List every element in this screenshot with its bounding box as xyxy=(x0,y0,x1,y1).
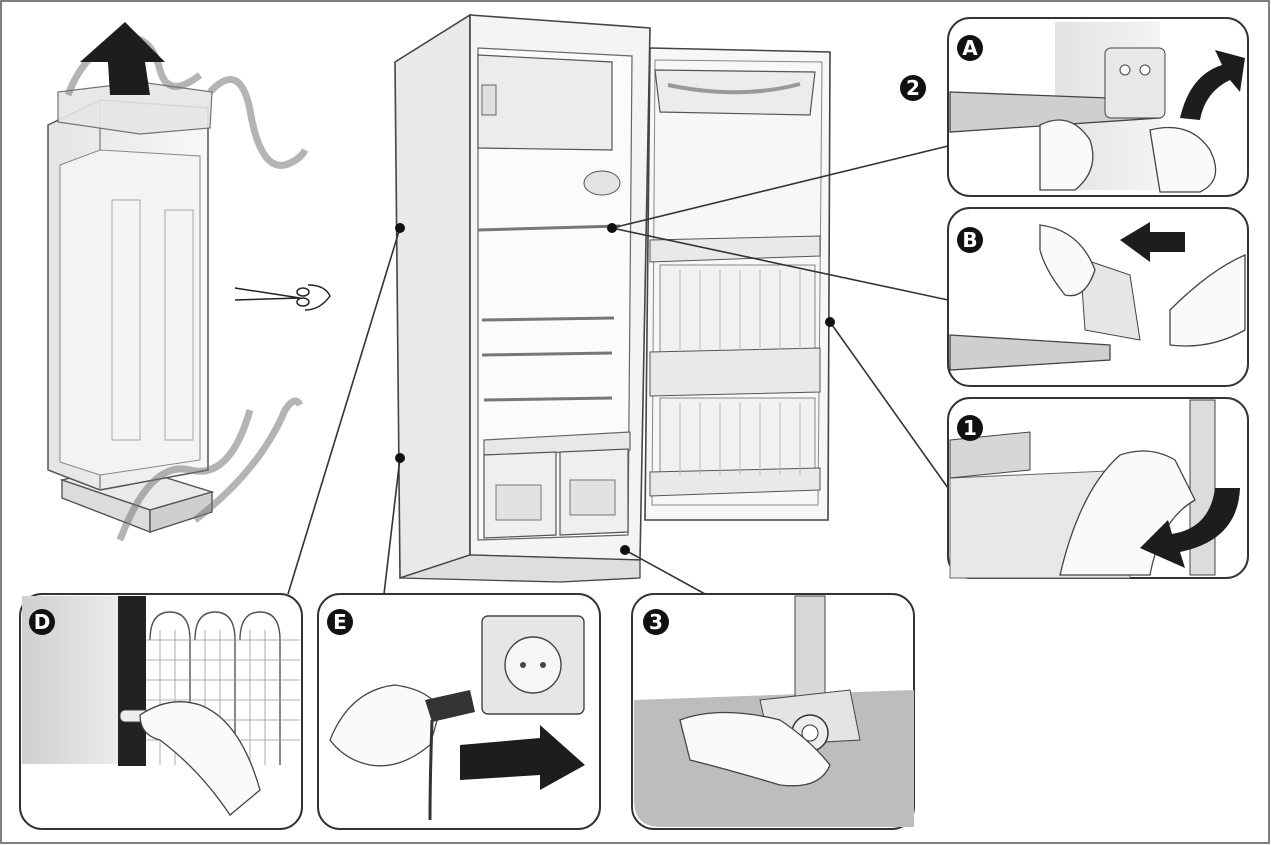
lift-up-arrow-icon xyxy=(80,22,165,95)
label-b: B xyxy=(962,228,977,252)
label-step-2: 2 xyxy=(906,76,920,100)
detail-panel-d xyxy=(19,593,303,830)
label-step-3: 3 xyxy=(649,610,663,634)
label-step-1: 1 xyxy=(963,416,977,440)
detail-panel-3 xyxy=(631,593,915,830)
label-e-badge xyxy=(327,609,353,635)
plug-icon xyxy=(425,690,475,722)
step-labels: A 2 B 1 D E 3 xyxy=(29,35,983,635)
label-1-badge xyxy=(957,415,983,441)
slide-left-arrow-icon xyxy=(1120,222,1185,262)
leader-dots xyxy=(395,223,835,555)
detail-panel-1 xyxy=(947,397,1249,579)
label-3-badge xyxy=(643,609,669,635)
label-a-badge xyxy=(957,35,983,61)
condenser-coil xyxy=(149,611,281,765)
detail-panel-a xyxy=(947,17,1249,197)
insert-plug-arrow-icon xyxy=(460,725,585,790)
label-2-badge xyxy=(900,75,926,101)
scissors-icon xyxy=(234,284,331,311)
label-a: A xyxy=(962,36,978,60)
label-e: E xyxy=(333,610,347,634)
label-d: D xyxy=(34,610,51,634)
label-b-badge xyxy=(957,227,983,253)
rotate-up-arrow-icon xyxy=(1180,50,1245,120)
label-d-badge xyxy=(29,609,55,635)
open-fridge-illustration xyxy=(394,13,831,583)
wall-socket-icon xyxy=(504,636,562,694)
leader-lines xyxy=(287,145,949,595)
rotate-down-arrow-icon xyxy=(1140,488,1240,568)
detail-panel-e xyxy=(317,593,601,830)
detail-panel-b xyxy=(947,207,1249,387)
packaged-fridge-illustration xyxy=(47,22,331,542)
